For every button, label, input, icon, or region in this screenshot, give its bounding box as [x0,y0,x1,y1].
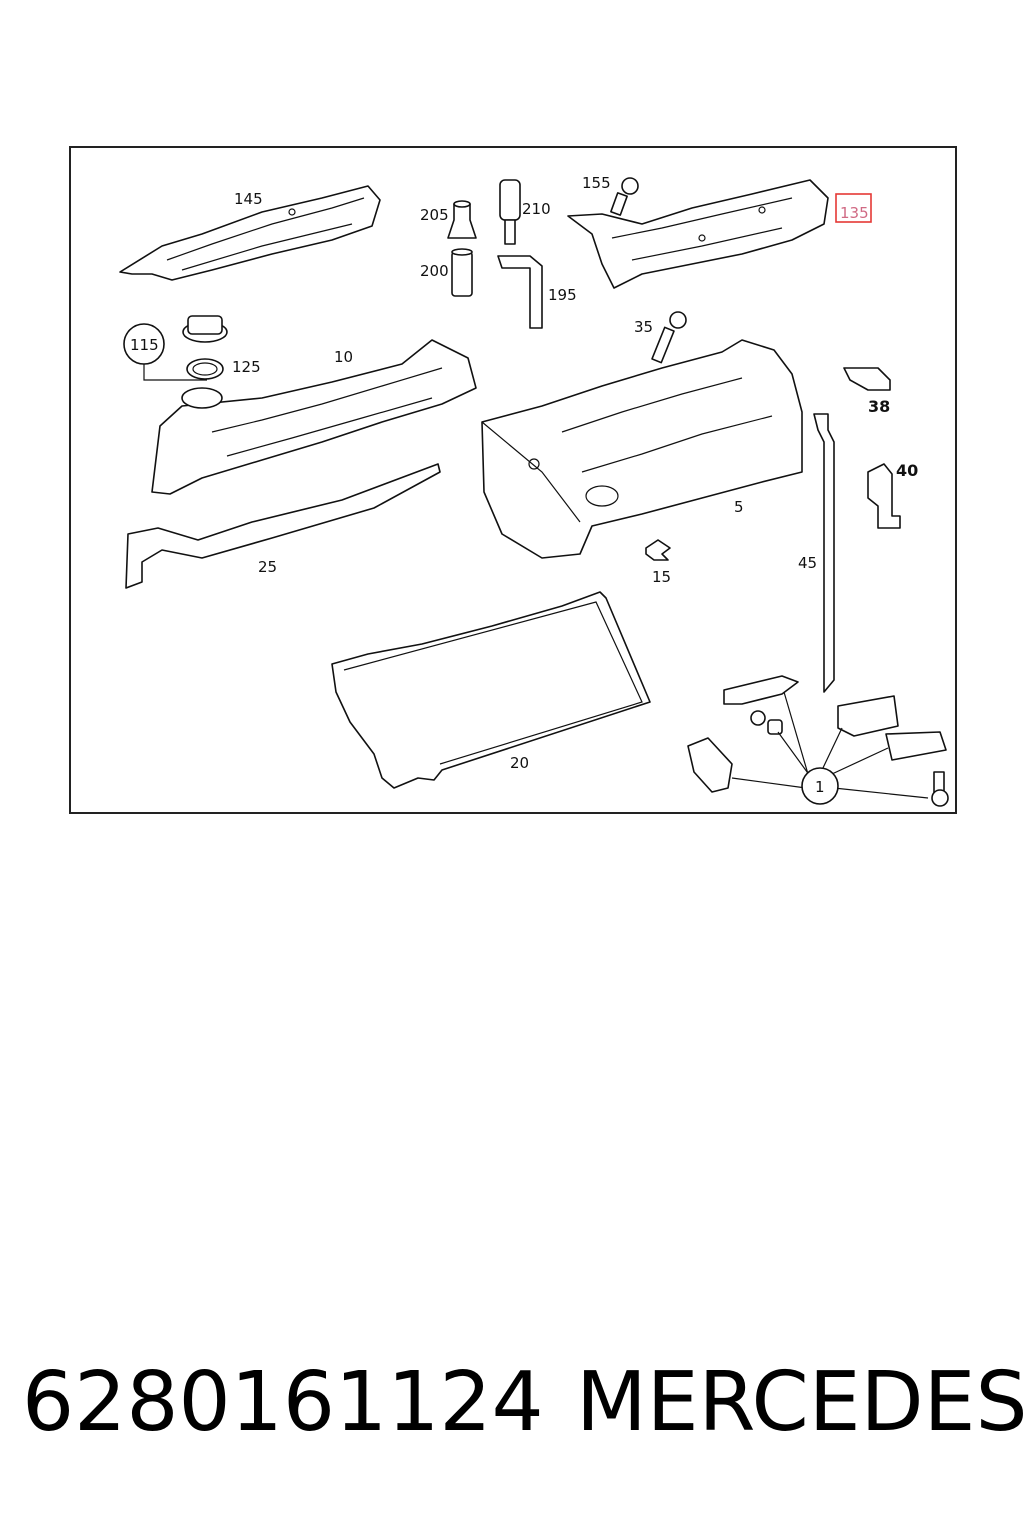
callout-200: 200 [420,262,449,280]
callout-195: 195 [548,286,577,304]
callout-115-circle [123,323,165,365]
callout-40: 40 [896,461,918,480]
brand-caption: MERCEDES [576,1355,1024,1450]
callout-10: 10 [334,348,353,366]
callout-115: 115 [130,336,159,354]
part-115-oil-cap[interactable] [182,315,228,343]
part-210-bolt[interactable] [499,179,521,245]
part-145-trim-cover[interactable] [119,185,381,281]
part-38-clip[interactable] [843,367,891,391]
part-200-sleeve[interactable] [451,248,473,297]
callout-1-circle [801,767,839,805]
callout-125: 125 [232,358,261,376]
part-35-bolt[interactable] [651,311,687,364]
callout-1: 1 [815,778,825,796]
part-20-gasket[interactable] [331,591,651,789]
callout-15: 15 [652,568,671,586]
part-125-seal[interactable] [186,358,224,380]
part-number-caption: 6280161124 [22,1355,544,1450]
part-135-trim-cover[interactable] [567,179,829,289]
callout-155: 155 [582,174,611,192]
part-195-bracket[interactable] [497,255,543,329]
leader-lines-1 [731,691,929,799]
leader-line-115 [143,362,207,381]
callout-38: 38 [868,397,890,416]
callout-25: 25 [258,558,277,576]
part-10-head-cover[interactable] [151,339,477,495]
part-1-mounting-kit[interactable] [687,675,949,807]
callout-210: 210 [522,200,551,218]
diagram-canvas: 145 205 210 200 195 155 135 115 125 10 3… [119,174,949,807]
exploded-parts-diagram: 145 205 210 200 195 155 135 115 125 10 3… [69,146,957,814]
part-205-grommet[interactable] [447,200,477,239]
callout-45: 45 [798,554,817,572]
callout-5: 5 [734,498,744,516]
callout-20: 20 [510,754,529,772]
callout-35: 35 [634,318,653,336]
part-40-bracket[interactable] [867,463,901,529]
part-45-breather-tube[interactable] [813,413,835,693]
callout-135-highlight [835,193,872,223]
part-5-head-cover[interactable] [481,339,803,559]
callout-135[interactable]: 135 [840,204,869,222]
part-25-gasket[interactable] [125,463,441,589]
part-15-seal[interactable] [645,539,671,561]
callout-145: 145 [234,190,263,208]
part-155-screw[interactable] [610,177,639,216]
callout-205: 205 [420,206,449,224]
